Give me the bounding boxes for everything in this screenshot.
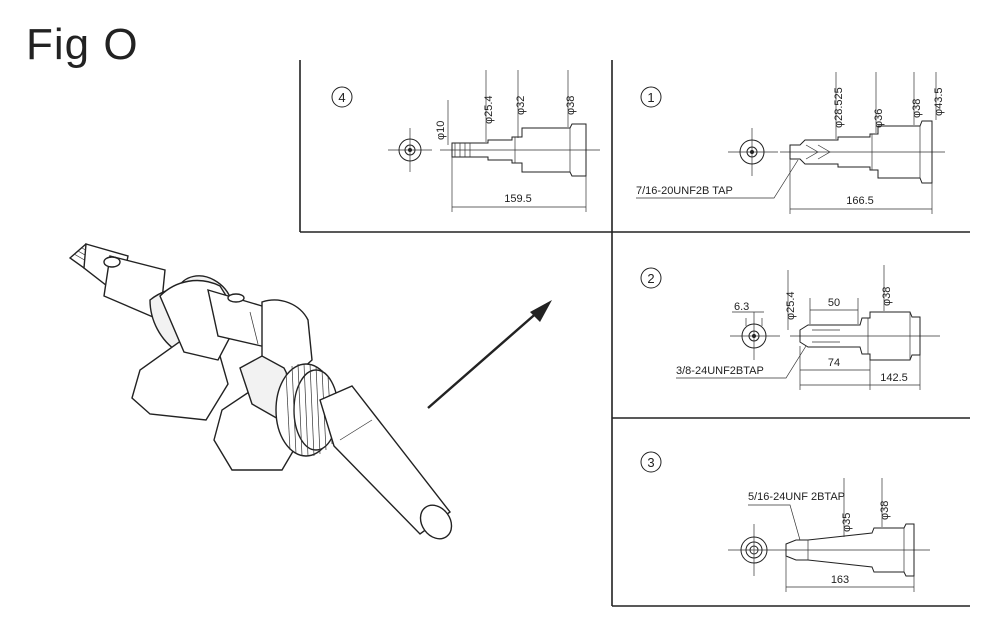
panel-2-dia-25-4: φ25.4	[785, 291, 797, 320]
panel-3-number-circle	[640, 451, 662, 473]
panel-4-length: 159.5	[504, 193, 532, 205]
panel-1-dia-38: φ38	[911, 99, 923, 118]
panel-2-length-74: 74	[828, 357, 840, 369]
panel-4-dia-10: φ10	[435, 121, 447, 140]
panel-1-number-circle	[640, 86, 662, 108]
panel-frames	[299, 60, 970, 607]
pointer-arrow	[427, 300, 552, 409]
panel-2-tap-spec: 3/8-24UNF2BTAP	[676, 365, 764, 377]
panel-3-dia-35: φ35	[841, 513, 853, 532]
panel-2: 2	[640, 265, 940, 390]
panel-4-dia-25-4: φ25.4	[483, 95, 495, 124]
panel-2-dimensions	[676, 265, 921, 390]
panel-2-length-142-5: 142.5	[880, 372, 908, 384]
panel-4-end-view	[388, 128, 432, 172]
panel-3-tap-spec: 5/16-24UNF 2BTAP	[748, 491, 845, 503]
panel-4-number-circle	[331, 86, 353, 108]
panel-2-shaft-profile	[790, 311, 940, 361]
panel-4-shaft-profile	[440, 123, 600, 177]
panel-1: 1 φ28.525 φ36 φ38	[636, 72, 945, 214]
panel-4-dia-32: φ32	[515, 96, 527, 115]
panel-3-shaft-profile	[780, 523, 930, 577]
panel-1-number: 1	[647, 90, 654, 105]
panel-2-length-50: 50	[828, 297, 840, 309]
panel-4-number: 4	[338, 90, 345, 105]
panel-1-length: 166.5	[846, 195, 874, 207]
panel-3-dimensions	[748, 478, 915, 592]
panel-3: 3 φ35 φ38 5/16-24UNF 2BTAP 163	[640, 451, 930, 592]
panel-4-dimensions	[447, 70, 587, 212]
panel-4-dia-38: φ38	[565, 96, 577, 115]
panel-3-end-view	[728, 524, 780, 576]
panel-1-shaft-profile	[780, 120, 945, 184]
panel-3-dia-38: φ38	[879, 501, 891, 520]
panel-2-number: 2	[647, 271, 654, 286]
panel-2-dim-6-3: 6.3	[734, 301, 749, 313]
panel-3-length: 163	[831, 574, 849, 586]
panel-2-number-circle	[640, 267, 662, 289]
panel-1-dimensions	[636, 72, 937, 214]
panel-2-dia-38: φ38	[881, 287, 893, 306]
panel-2-end-view	[730, 312, 780, 360]
panel-1-dia-36: φ36	[873, 109, 885, 128]
panel-1-tap-spec: 7/16-20UNF2B TAP	[636, 185, 733, 197]
crankshaft-illustration	[68, 243, 453, 540]
panel-1-end-view	[728, 128, 778, 176]
figure-title: Fig O	[26, 20, 139, 69]
panel-1-dia-28-525: φ28.525	[833, 87, 845, 128]
panel-3-number: 3	[647, 455, 654, 470]
panel-1-dia-43-5: φ43.5	[933, 87, 945, 116]
panel-4: 4 φ10	[331, 70, 600, 212]
